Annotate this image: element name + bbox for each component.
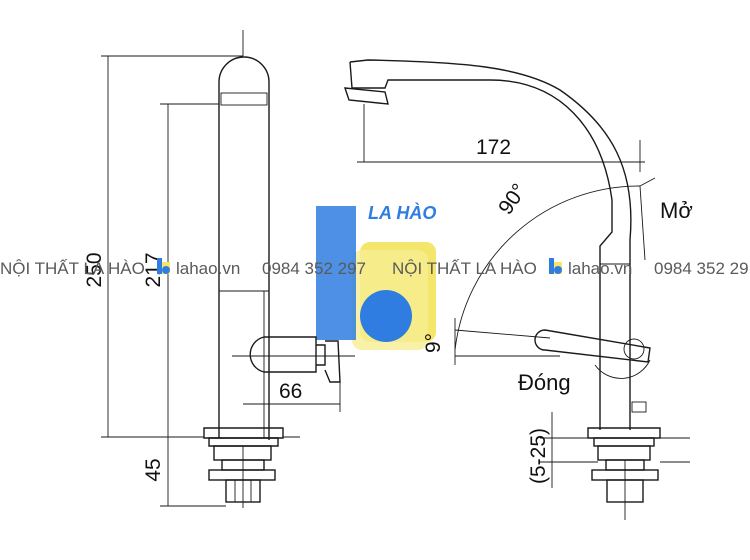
side-view xyxy=(343,59,661,520)
dimension-lines-left xyxy=(101,55,341,507)
label-open: Mở xyxy=(660,198,693,223)
watermark-phone-1: 0984 352 297 xyxy=(262,259,366,278)
watermark-company-2: NỘI THẤT LA HÀO xyxy=(392,259,537,278)
dim-handle-offset: 66 xyxy=(279,380,302,403)
dim-angle-closed: 9° xyxy=(422,333,445,353)
watermark-site-1: lahao.vn xyxy=(176,259,240,278)
watermark-text-row: NỘI THẤT LA HÀO lahao.vn 0984 352 297 NỘ… xyxy=(0,258,749,278)
dim-total-height: 250 xyxy=(83,252,106,287)
dimension-lines-right xyxy=(540,412,690,488)
watermark-phone-2: 0984 352 29 xyxy=(654,259,749,278)
logo-text: LA HÀO xyxy=(368,202,436,223)
label-closed: Đóng xyxy=(518,370,571,395)
watermark-small-logo-1 xyxy=(157,258,170,274)
watermark-small-logo-2 xyxy=(549,258,562,274)
dim-spout-reach: 172 xyxy=(476,136,511,159)
watermark-site-2: lahao.vn xyxy=(568,259,632,278)
dim-angle-open: 90° xyxy=(494,180,531,219)
dim-base-height: 45 xyxy=(142,458,165,481)
watermark-company-1: NỘI THẤT LA HÀO xyxy=(0,259,145,278)
front-view xyxy=(203,30,355,508)
dim-mount-range: (5-25) xyxy=(527,428,550,484)
watermark-logo: LA HÀO xyxy=(316,202,436,350)
